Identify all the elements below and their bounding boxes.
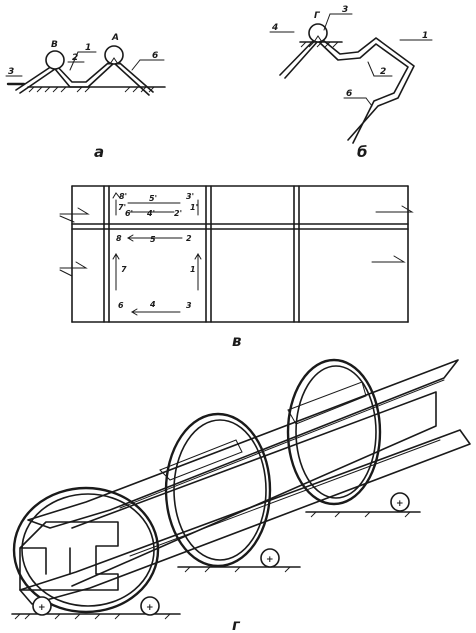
arrow-5-head: [127, 234, 134, 242]
corner-mark-8p: [112, 192, 121, 199]
wheel-1: +: [32, 596, 52, 616]
lower-corner-3: 3: [186, 301, 192, 310]
upper-edge-7p: 7': [118, 203, 126, 212]
caption-b: б: [357, 143, 367, 161]
panel-g: + + + + г: [11, 358, 471, 633]
upper-edge-5p: 5': [149, 194, 157, 203]
part-1-label: 1: [85, 43, 91, 53]
roller-a-label: А: [111, 33, 119, 43]
wheel-2: +: [140, 596, 160, 616]
wheel-3: +: [260, 548, 280, 568]
lower-edge-4: 4: [149, 300, 156, 309]
ring-2-outer: [164, 412, 272, 568]
upper-edge-1p: 1': [190, 203, 198, 212]
profile-b-inner: [284, 40, 409, 144]
beam-bottom-flange: [19, 429, 471, 605]
roller-g-support: [310, 35, 326, 43]
ring-3-outer: [286, 358, 382, 506]
ring-3-inner: [295, 365, 377, 499]
lower-cell: 8 2 6 3 5 7 1 4: [112, 234, 202, 316]
break-right-bottom: [371, 255, 406, 263]
roller-v-label: В: [51, 40, 58, 50]
wheel-3-symbol: +: [266, 555, 274, 565]
panel-a: В А 1 2 3 6 а: [5, 33, 166, 161]
wheel-1-symbol: +: [38, 603, 46, 613]
caption-a: а: [94, 143, 104, 161]
lower-edge-1: 1: [190, 265, 196, 274]
lower-edge-7: 7: [121, 265, 127, 274]
upper-corner-8p: 8': [119, 192, 127, 201]
arrow-4-head: [131, 308, 138, 316]
wheel-2-symbol: +: [146, 603, 154, 613]
break-right-top: [375, 205, 414, 213]
profile-inner: [19, 62, 150, 96]
roller-g-label: Г: [314, 11, 321, 21]
beam-web: [71, 391, 437, 587]
wheel-4-symbol: +: [396, 499, 404, 509]
caption-g: г: [232, 616, 241, 633]
wheel-4: +: [390, 492, 410, 512]
roller-a-support: [106, 57, 122, 65]
roller-v: [45, 50, 65, 70]
upper-corner-2p: 2': [174, 209, 182, 218]
beam-end-section: [19, 521, 119, 591]
lower-corner-6: 6: [118, 301, 124, 310]
part-6-label: 6: [152, 51, 158, 61]
profile-b-outer: [279, 35, 415, 141]
part-b-2-label: 2: [380, 67, 386, 77]
leader-6-tip: [131, 59, 141, 71]
roller-a: [104, 45, 124, 65]
leader-b-6-tip: [365, 97, 373, 107]
beam-top-flange: [27, 359, 459, 529]
part-b-1-label: 1: [422, 31, 428, 41]
part-2-label: 2: [72, 53, 78, 63]
part-b-4-label: 4: [271, 23, 278, 33]
lower-corner-8: 8: [116, 234, 122, 243]
part-b-3-label: 3: [342, 5, 348, 15]
leader-1-tip: [69, 51, 79, 71]
upper-cell: 8' 3' 6' 2' 7' 5' 4' 1': [112, 192, 199, 218]
ring-1-inner: [21, 493, 155, 607]
upper-edge-4p: 4': [146, 209, 155, 218]
arrow-1-head: [194, 253, 202, 260]
arrow-7-head: [112, 253, 120, 260]
caption-v: в: [232, 332, 242, 350]
upper-corner-3p: 3': [186, 192, 194, 201]
lower-corner-2: 2: [186, 234, 192, 243]
ground-hatch: [28, 86, 155, 93]
lower-edge-5: 5: [150, 235, 156, 244]
roller-g: [308, 23, 328, 43]
break-left-top: [59, 207, 90, 223]
part-3-label: 3: [8, 67, 14, 77]
part-b-6-label: 6: [346, 89, 352, 99]
leader-b-3-tip: [323, 13, 331, 31]
break-left-bottom: [59, 261, 88, 277]
panel-v: 8' 3' 6' 2' 7' 5' 4' 1' 8 2 6 3 5 7: [59, 185, 414, 350]
ring-1-outer: [12, 486, 160, 614]
upper-corner-6p: 6': [125, 209, 133, 218]
panel-b: Г 3 4 1 2 6 б: [269, 5, 433, 161]
beam-detail-lines: [119, 379, 445, 557]
leader-b-2-tip: [367, 61, 375, 77]
